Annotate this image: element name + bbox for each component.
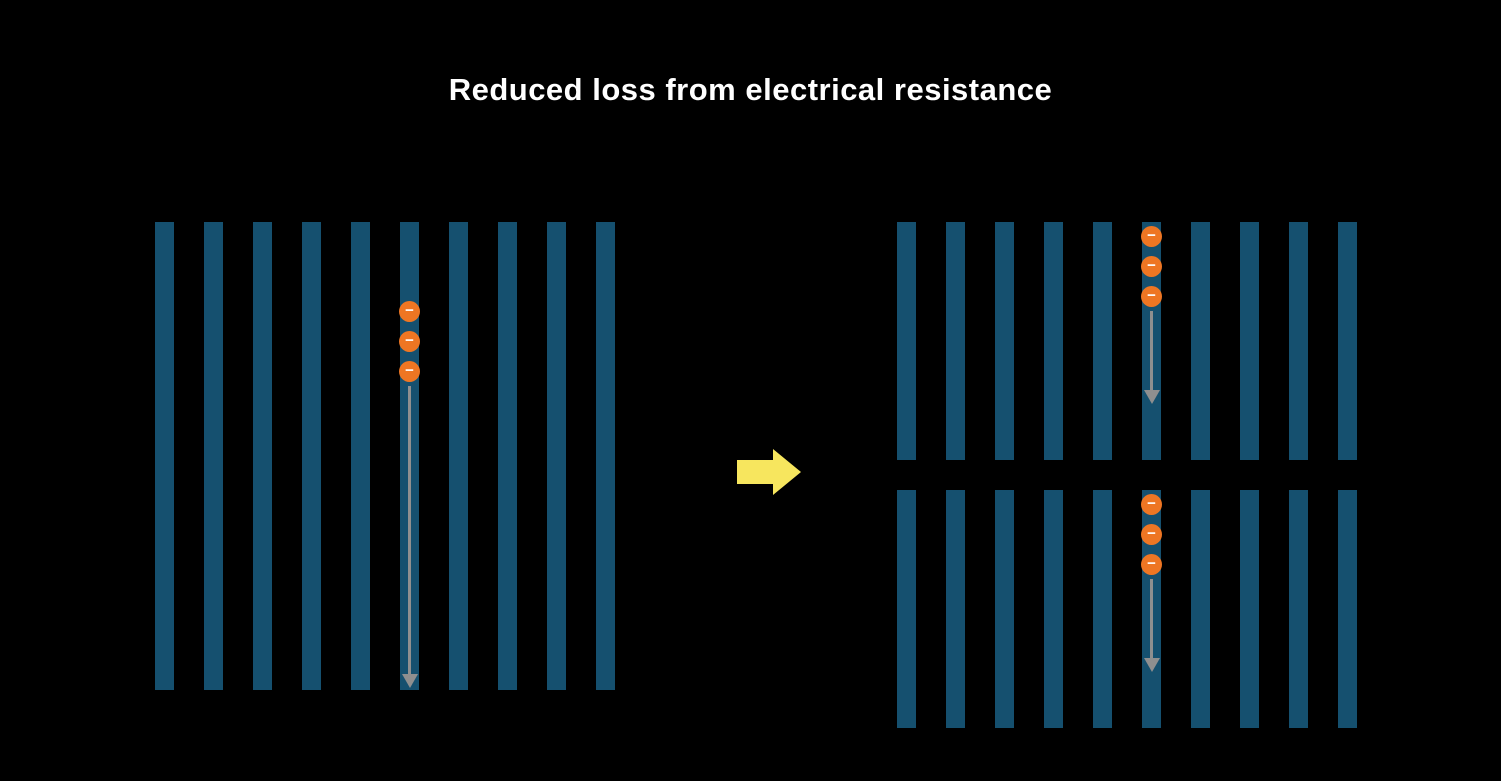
electron-icon: − <box>399 301 420 322</box>
cell-bar <box>547 222 566 690</box>
cell-bar <box>302 222 321 690</box>
cell-bar <box>1191 490 1210 728</box>
half-cell-top-bar-group <box>897 222 1357 460</box>
current-flow-arrowhead-icon <box>1143 658 1160 672</box>
cell-bar <box>1289 222 1308 460</box>
cell-bar <box>253 222 272 690</box>
electron-group: − − − <box>1141 226 1162 307</box>
electron-icon: − <box>1141 286 1162 307</box>
cell-bar <box>1289 490 1308 728</box>
electron-icon: − <box>1141 226 1162 247</box>
cell-bar <box>897 222 916 460</box>
cell-bar <box>498 222 517 690</box>
current-flow-arrowhead-icon <box>401 674 418 688</box>
electron-icon: − <box>1141 494 1162 515</box>
cell-bar <box>897 490 916 728</box>
electron-flow-full-cell: − − − <box>399 301 420 688</box>
electron-group: − − − <box>1141 494 1162 575</box>
cell-bar <box>1093 222 1112 460</box>
cell-bar <box>1240 222 1259 460</box>
electron-icon: − <box>399 331 420 352</box>
cell-bar <box>449 222 468 690</box>
electron-flow-half-cell-top: − − − <box>1141 226 1162 404</box>
half-cell-bottom-bar-group <box>897 490 1357 728</box>
cell-bar <box>1093 490 1112 728</box>
electron-icon: − <box>1141 256 1162 277</box>
cell-bar <box>1338 490 1357 728</box>
cell-bar <box>596 222 615 690</box>
cell-bar <box>351 222 370 690</box>
cell-bar <box>204 222 223 690</box>
electron-icon: − <box>1141 524 1162 545</box>
current-flow-line <box>1150 579 1153 658</box>
cell-bar <box>995 222 1014 460</box>
current-flow-line <box>1150 311 1153 390</box>
cell-bar <box>155 222 174 690</box>
cell-bar <box>946 222 965 460</box>
cell-bar <box>1240 490 1259 728</box>
current-flow-arrowhead-icon <box>1143 390 1160 404</box>
right-arrow-icon <box>737 449 801 495</box>
cell-bar <box>1044 490 1063 728</box>
electron-group: − − − <box>399 301 420 382</box>
electron-flow-half-cell-bottom: − − − <box>1141 494 1162 672</box>
full-cell-bar-group <box>155 222 615 690</box>
cell-bar <box>1191 222 1210 460</box>
electron-icon: − <box>1141 554 1162 575</box>
diagram-title: Reduced loss from electrical resistance <box>448 72 1053 107</box>
cell-bar <box>1338 222 1357 460</box>
electron-icon: − <box>399 361 420 382</box>
current-flow-line <box>408 386 411 674</box>
cell-bar <box>995 490 1014 728</box>
cell-bar <box>946 490 965 728</box>
cell-bar <box>1044 222 1063 460</box>
